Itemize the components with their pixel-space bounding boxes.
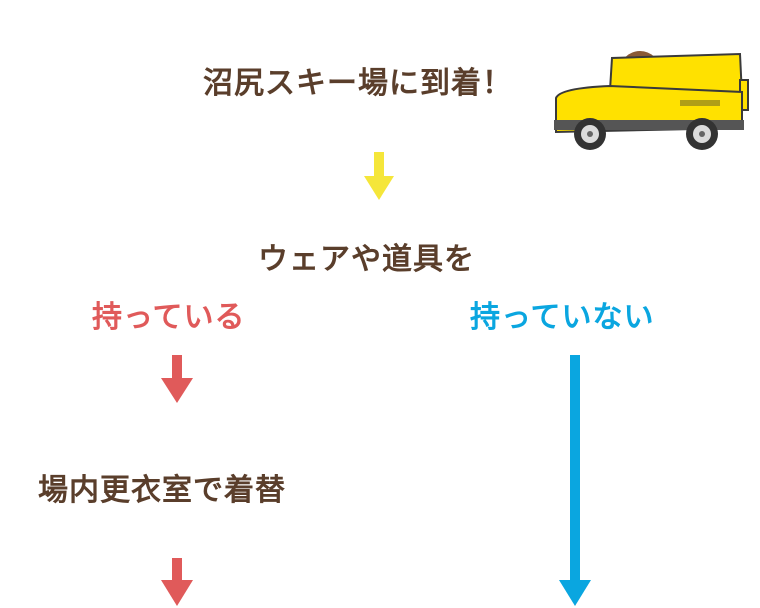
- arrow-down-blue-long-icon: [559, 355, 591, 606]
- branch-not-have-label: 持っていない: [470, 300, 655, 335]
- arrow-down-yellow-icon: [364, 152, 394, 200]
- car-wheel-front: [574, 118, 606, 150]
- arrival-heading: 沼尻スキー場に到着！: [203, 66, 513, 101]
- arrow-down-red-bottom-icon: [161, 558, 193, 606]
- car-wheel-rear: [686, 118, 718, 150]
- locker-step-heading: 場内更衣室で着替: [38, 473, 286, 508]
- branch-have-label: 持っている: [92, 300, 246, 335]
- arrow-down-red-icon: [161, 355, 193, 403]
- gear-question-heading: ウェアや道具を: [258, 242, 475, 277]
